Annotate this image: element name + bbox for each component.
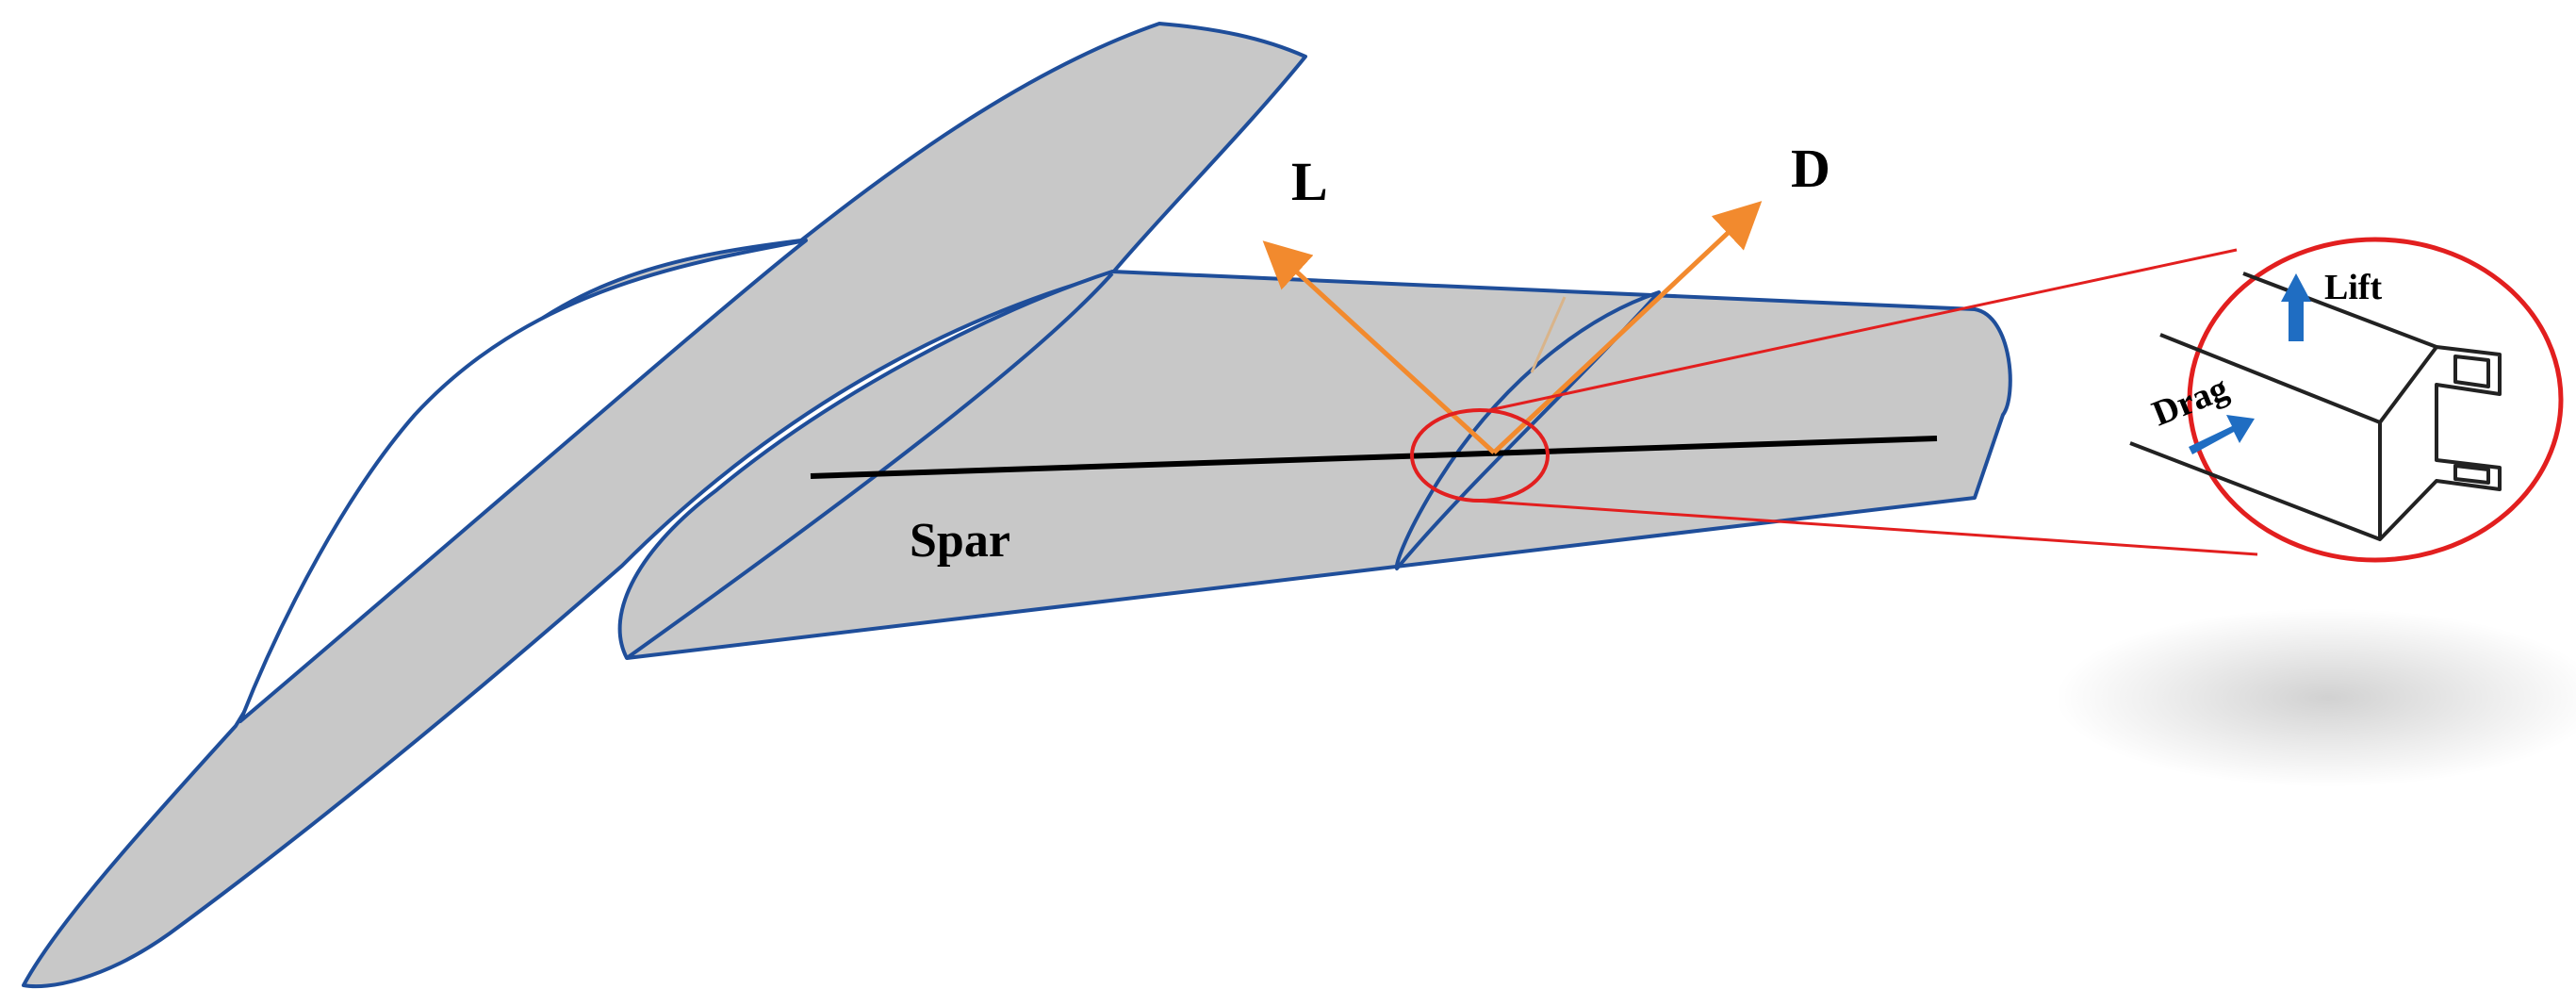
drag-force-arrow	[1492, 201, 1763, 454]
lift-vector-label: L	[1291, 151, 1328, 212]
inset-shadow	[2055, 608, 2576, 787]
callout-line-bottom	[1474, 499, 2258, 556]
section-mark	[1530, 296, 1567, 373]
spar-line	[810, 436, 1938, 479]
wing-root-line	[625, 272, 1114, 660]
arrow-up-icon	[2281, 273, 2311, 341]
c-channel-section	[2129, 272, 2502, 541]
spar-label: Spar	[910, 514, 1010, 568]
fuselage	[22, 22, 1307, 989]
drag-vector-label: D	[1791, 138, 1830, 199]
arrow-right-icon	[2189, 415, 2255, 454]
callout-line-top	[1488, 248, 2238, 412]
canopy	[238, 239, 808, 723]
airfoil-section	[1394, 290, 1661, 570]
wing	[617, 270, 2012, 660]
lift-force-arrow	[1262, 240, 1496, 454]
inset-lift-label: Lift	[2324, 268, 2383, 307]
